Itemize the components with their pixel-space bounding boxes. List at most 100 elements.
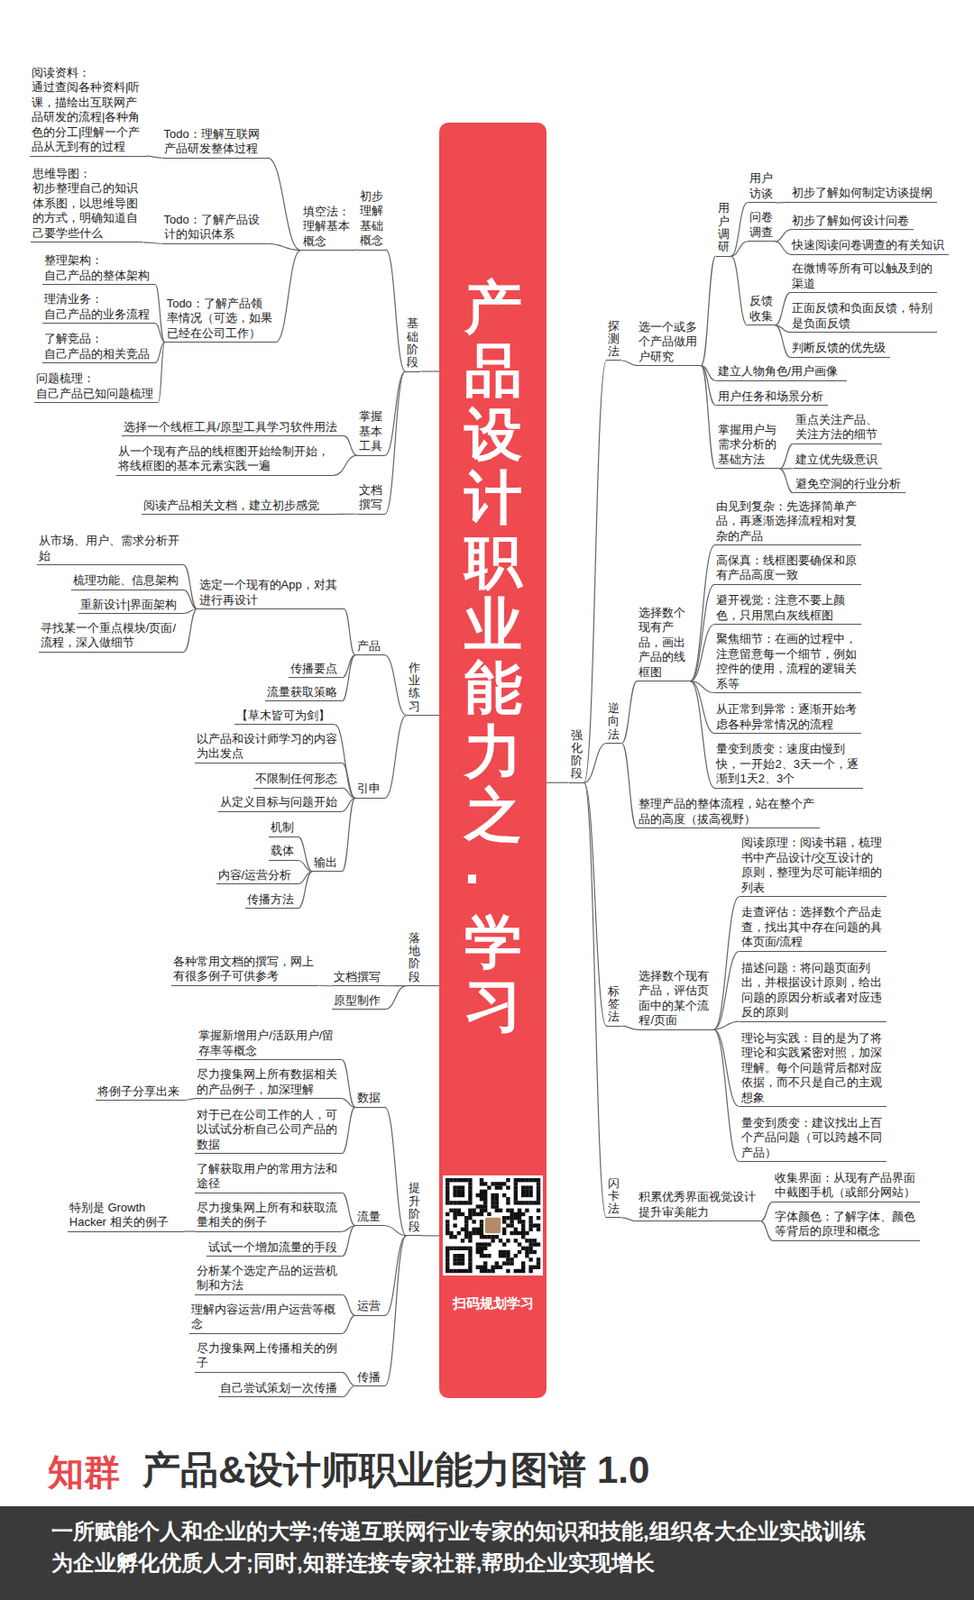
node-text: 建立优先级意识 xyxy=(795,452,881,469)
topic-node: 掌握用户与需求分析的基础方法 xyxy=(716,422,781,470)
branch-line xyxy=(344,609,356,656)
branch-line xyxy=(385,716,407,800)
qr-module xyxy=(487,1254,491,1259)
topic-node: 各种常用文档的撰写，网上有很多例子可供参考 xyxy=(171,955,319,987)
page-title: 产品&设计师职业能力图谱 1.0 xyxy=(142,1448,650,1494)
branch-line xyxy=(341,1107,356,1154)
branch-line xyxy=(713,1021,739,1030)
branch-line xyxy=(183,565,198,610)
qr-module xyxy=(464,1223,469,1228)
qr-module xyxy=(476,1231,480,1236)
qr-module xyxy=(479,1254,484,1259)
node-text: 判断反馈的优先级 xyxy=(791,340,889,357)
topic-node: 量变到质变：速度由慢到快，一开始2、3天一个，逐渐到1天2、3个 xyxy=(714,742,864,790)
qr-module xyxy=(490,1194,495,1198)
topic-node: 尽力搜集网上传播相关的例子 xyxy=(194,1341,342,1374)
qr-module xyxy=(445,1178,450,1183)
qr-module xyxy=(468,1197,472,1202)
qr-module xyxy=(502,1194,506,1198)
node-text: 了解获取用户的常用方法和途径 xyxy=(196,1162,340,1193)
stage-label: 落地阶段 xyxy=(406,932,423,987)
qr-module xyxy=(468,1254,472,1259)
branch-line xyxy=(333,455,358,476)
qr-module xyxy=(502,1250,506,1255)
qr-module xyxy=(445,1185,450,1190)
branch-line xyxy=(700,256,716,367)
qr-module xyxy=(483,1204,487,1209)
qr-module xyxy=(457,1231,461,1236)
qr-module xyxy=(476,1242,480,1247)
qr-module xyxy=(509,1261,514,1266)
qr-module xyxy=(514,1212,518,1217)
qr-module xyxy=(479,1269,484,1274)
qr-module xyxy=(445,1228,450,1232)
qr-module xyxy=(532,1201,537,1205)
qr-module xyxy=(528,1190,533,1195)
topic-node: 分析某个选定产品的运营机制和方法 xyxy=(194,1264,342,1296)
qr-module xyxy=(483,1201,487,1205)
topic-node: 选一个或多个产品做用户研究 xyxy=(636,320,701,368)
qr-module xyxy=(524,1209,529,1213)
topic-node: 文档撰写 xyxy=(331,970,386,988)
topic-node: 尽力搜集网上所有和获取流量相关的例子 xyxy=(194,1201,342,1233)
stage-text: 逆向法 xyxy=(607,702,620,742)
topic-node: 正面反馈和负面反馈，特别是负面反馈 xyxy=(790,301,938,333)
node-text: 用户任务和场景分析 xyxy=(717,389,827,405)
stage-text: 落地阶段 xyxy=(408,932,421,984)
topic-node: 【草木皆可为剑】 xyxy=(234,708,335,726)
branch-line xyxy=(700,366,716,469)
qr-module xyxy=(495,1204,499,1209)
qr-module xyxy=(468,1250,472,1255)
node-text: 避免空洞的行业分析 xyxy=(795,477,904,493)
qr-module xyxy=(460,1254,465,1259)
qr-module xyxy=(468,1266,472,1270)
branch-line xyxy=(385,655,407,717)
qr-module xyxy=(457,1194,461,1198)
qr-module xyxy=(479,1194,484,1198)
branch-line xyxy=(689,681,715,790)
qr-module xyxy=(483,1209,487,1213)
qr-module xyxy=(521,1231,525,1236)
branch-line xyxy=(298,860,313,872)
qr-module xyxy=(445,1194,450,1198)
qr-module xyxy=(502,1261,506,1266)
qr-module xyxy=(449,1235,453,1240)
qr-module xyxy=(524,1231,529,1236)
node-text: 梳理功能、信息架构 xyxy=(73,573,183,589)
stage-label: 用户调研 xyxy=(716,202,732,257)
node-text: 重点关注产品、关注方法的细节 xyxy=(795,413,881,443)
qr-code xyxy=(442,1176,543,1277)
topic-node: 避开视觉：注意不要上颜色，只用黑白灰线框图 xyxy=(714,593,862,625)
qr-module xyxy=(452,1261,457,1266)
qr-module xyxy=(445,1258,450,1262)
qr-module xyxy=(460,1261,465,1266)
node-text: 选择一个线框工具/原型工具学习软件用法 xyxy=(123,420,343,436)
branch-line xyxy=(713,897,739,1030)
qr-module xyxy=(483,1269,487,1274)
topic-node: Todo：了解产品设计的知识体系 xyxy=(162,212,268,245)
qr-module xyxy=(464,1201,469,1205)
qr-module xyxy=(487,1212,491,1217)
branch-line xyxy=(155,323,166,343)
topic-node: 文档撰写 xyxy=(357,483,386,515)
topic-node: 传播要点 xyxy=(288,661,342,680)
qr-module xyxy=(487,1235,491,1240)
node-text: 流量获取策略 xyxy=(266,685,340,701)
branch-line xyxy=(341,762,356,799)
qr-module xyxy=(460,1178,465,1183)
topic-node: 描述问题：将问题页面列出，并根据设计原则，给出问题的原因分析或者对应违反的原则 xyxy=(739,961,887,1023)
qr-module xyxy=(495,1194,499,1198)
qr-module xyxy=(490,1204,495,1209)
qr-module xyxy=(528,1239,533,1243)
branch-line xyxy=(621,1218,637,1223)
topic-node: 阅读资料：通过查阅各种资料|听课，描绘出互联网产品研发的流程|各种角色的分工|理… xyxy=(29,65,147,157)
node-text: 走查评估：选择数个产品走查，找出其中存在问题的具体页面/流程 xyxy=(741,905,885,951)
topic-node: 传播 xyxy=(355,1370,386,1388)
qr-module xyxy=(528,1247,533,1251)
qr-module xyxy=(445,1247,450,1251)
stage-text: 强化阶段 xyxy=(570,729,583,782)
stage-text: 闪卡法 xyxy=(607,1177,620,1217)
qr-module xyxy=(528,1242,533,1247)
qr-module xyxy=(509,1258,514,1262)
